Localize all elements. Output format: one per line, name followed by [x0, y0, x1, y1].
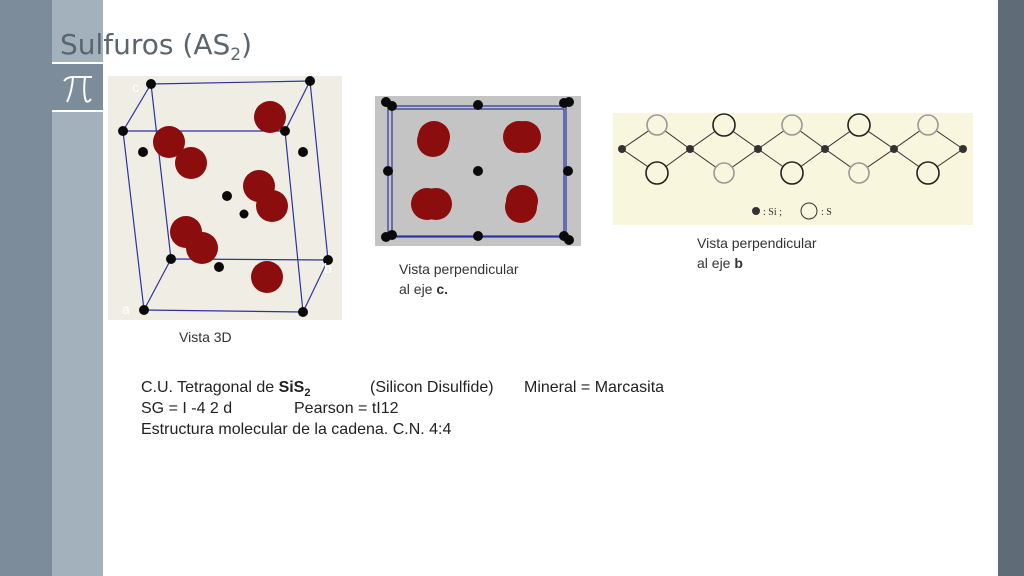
caption-view-b: Vista perpendicular al eje b	[697, 233, 817, 273]
figure-view-b: : Si ; : S	[613, 113, 973, 225]
axis-c-label: c	[132, 79, 139, 95]
title-end: )	[241, 28, 253, 61]
left-decor-band	[0, 0, 52, 576]
pi-icon	[63, 76, 92, 103]
formula-sis2: SiS	[278, 379, 305, 396]
slide-title: Sulfuros (AS2)	[60, 28, 252, 65]
axis-a-label: a	[122, 301, 130, 317]
axis-b-label: b	[324, 260, 332, 276]
caption-view-c-line2: al eje c.	[399, 281, 449, 297]
legend-si-label: : Si ;	[763, 207, 782, 218]
caption-view-b-line1: Vista perpendicular	[697, 235, 817, 251]
caption-3d-view: Vista 3D	[179, 329, 232, 345]
title-subscript: 2	[230, 45, 242, 65]
space-group: SG = I -4 2 d	[141, 400, 233, 417]
caption-view-c-line1: Vista perpendicular	[399, 261, 519, 277]
caption-view-b-line2: al eje b	[697, 255, 743, 271]
figure-3d-view: c a b	[108, 76, 342, 320]
compound-name: (Silicon Disulfide)	[370, 379, 494, 396]
legend-s-label: : S	[821, 207, 832, 218]
pearson-symbol: Pearson = tI12	[294, 400, 399, 417]
caption-view-c: Vista perpendicular al eje c.	[399, 259, 519, 299]
mineral-name: Mineral = Marcasita	[524, 379, 665, 396]
figure-view-c	[375, 96, 581, 246]
pi-logo-box	[52, 62, 103, 112]
title-main: Sulfuros (AS	[60, 28, 231, 61]
right-decor-band	[998, 0, 1024, 576]
s-legend-icon	[800, 202, 818, 220]
si-legend-icon	[752, 207, 760, 215]
